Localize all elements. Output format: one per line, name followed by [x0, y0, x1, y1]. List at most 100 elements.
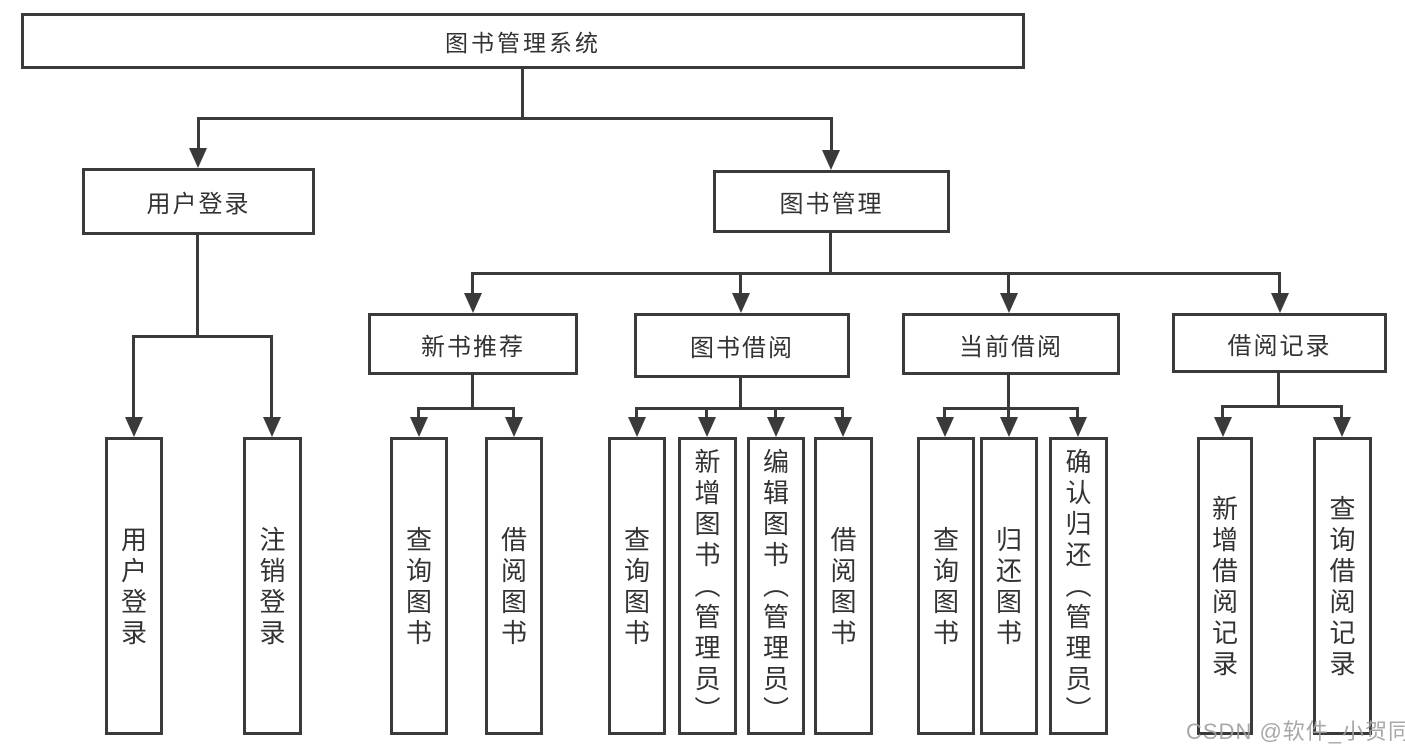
arrow-down-icon	[1000, 417, 1018, 437]
arrow-down-icon	[464, 293, 482, 313]
connector-stem	[1007, 375, 1010, 407]
vertical-char: ︶	[694, 695, 721, 725]
leaf-confirm-return-admin: 确认归还︵管理员︶	[1049, 437, 1108, 735]
vertical-char: 登	[120, 586, 147, 617]
leaf-logout-login: 注销登录	[243, 437, 302, 735]
node-current-borrow: 当前借阅	[902, 313, 1120, 375]
vertical-char: ︵	[694, 571, 721, 601]
connector-split	[943, 407, 1079, 410]
vertical-char: 归	[1065, 509, 1092, 539]
vertical-char: 销	[259, 555, 286, 586]
vertical-char: 书	[405, 617, 432, 648]
vertical-char: 还	[1065, 540, 1092, 570]
vertical-char: 图	[694, 509, 721, 539]
vertical-char: 确	[1065, 447, 1092, 477]
vertical-char: ︵	[762, 571, 789, 601]
vertical-char: 还	[995, 555, 1022, 586]
arrow-down-icon	[1333, 417, 1351, 437]
leaf-add-borrow-record: 新增借阅记录	[1197, 437, 1253, 735]
node-library-system: 图书管理系统	[21, 13, 1025, 69]
leaf-edit-books-admin: 编辑图书︵管理员︶	[747, 437, 805, 735]
arrow-down-icon	[732, 293, 750, 313]
vertical-char: 归	[995, 524, 1022, 555]
leaf-query-books-recommend: 查询图书	[390, 437, 448, 735]
arrow-down-icon	[1271, 293, 1289, 313]
connector-root-stem	[521, 69, 524, 117]
vertical-char: 员	[762, 664, 789, 694]
arrow-down-icon	[263, 417, 281, 437]
vertical-char: 书	[932, 617, 959, 648]
vertical-char: 借	[830, 524, 857, 555]
vertical-char: 记	[1211, 617, 1238, 648]
vertical-char: 借	[1211, 555, 1238, 586]
leaf-return-books: 归还图书	[980, 437, 1038, 735]
vertical-char: 阅	[500, 555, 527, 586]
vertical-char: 注	[259, 524, 286, 555]
vertical-char: 书	[995, 617, 1022, 648]
arrow-down-icon	[698, 417, 716, 437]
node-user-login: 用户登录	[82, 168, 315, 235]
vertical-char: 图	[932, 586, 959, 617]
connector-to-borrow-records	[1278, 272, 1281, 305]
vertical-char: 查	[623, 524, 650, 555]
vertical-char: 管	[762, 602, 789, 632]
vertical-char: 阅	[1211, 586, 1238, 617]
connector-book-management-split	[471, 272, 1281, 275]
vertical-char: 询	[623, 555, 650, 586]
vertical-char: 图	[830, 586, 857, 617]
connector-stem	[1277, 373, 1280, 405]
arrow-down-icon	[822, 150, 840, 170]
vertical-char: 查	[405, 524, 432, 555]
vertical-char: 借	[500, 524, 527, 555]
vertical-char: 询	[1329, 524, 1356, 555]
vertical-char: ︵	[1065, 571, 1092, 601]
vertical-char: 录	[1211, 648, 1238, 679]
connector-to-book-borrow	[739, 272, 742, 305]
vertical-char: 新	[1211, 493, 1238, 524]
leaf-query-books-borrow: 查询图书	[608, 437, 666, 735]
connector-root-split	[197, 117, 833, 120]
arrow-down-icon	[767, 417, 785, 437]
vertical-char: 员	[1065, 664, 1092, 694]
connector-user-login-stem	[196, 235, 199, 335]
vertical-char: 登	[259, 586, 286, 617]
vertical-char: 图	[762, 509, 789, 539]
arrow-down-icon	[1000, 293, 1018, 313]
node-new-book-recommend: 新书推荐	[368, 313, 578, 375]
vertical-char: 查	[1329, 493, 1356, 524]
connector-to-user-login	[197, 117, 200, 158]
leaf-borrow-books: 借阅图书	[814, 437, 873, 735]
arrow-down-icon	[125, 417, 143, 437]
vertical-char: 询	[932, 555, 959, 586]
vertical-char: 查	[932, 524, 959, 555]
vertical-char: 增	[1211, 524, 1238, 555]
vertical-char: 增	[694, 478, 721, 508]
node-book-management: 图书管理	[713, 170, 950, 233]
vertical-char: 员	[694, 664, 721, 694]
vertical-char: 阅	[830, 555, 857, 586]
leaf-add-books-admin: 新增图书︵管理员︶	[678, 437, 737, 735]
vertical-char: 图	[405, 586, 432, 617]
leaf-user-login: 用户登录	[105, 437, 163, 735]
connector-to-leaf	[1221, 405, 1224, 427]
vertical-char: 询	[405, 555, 432, 586]
vertical-char: 图	[500, 586, 527, 617]
vertical-char: 阅	[1329, 586, 1356, 617]
connector-to-leaf	[132, 335, 135, 427]
arrow-down-icon	[936, 417, 954, 437]
vertical-char: 借	[1329, 555, 1356, 586]
vertical-char: 户	[120, 555, 147, 586]
connector-to-book-management	[830, 117, 833, 160]
leaf-query-borrow-record: 查询借阅记录	[1313, 437, 1372, 735]
vertical-char: ︶	[1065, 695, 1092, 725]
connector-stem	[471, 375, 474, 407]
vertical-char: 录	[120, 617, 147, 648]
vertical-char: 书	[623, 617, 650, 648]
vertical-char: 书	[500, 617, 527, 648]
leaf-query-books-current: 查询图书	[917, 437, 975, 735]
vertical-char: 管	[1065, 602, 1092, 632]
node-borrow-records: 借阅记录	[1172, 313, 1387, 373]
vertical-char: 理	[694, 633, 721, 663]
vertical-char: 辑	[762, 478, 789, 508]
